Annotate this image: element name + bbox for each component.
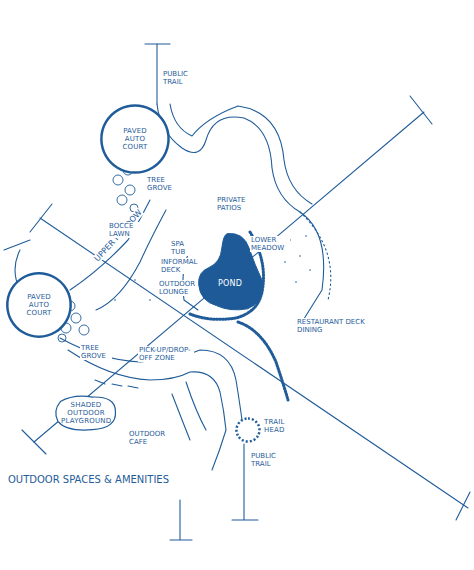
- site-label: PRIVATE PATIOS: [216, 196, 252, 212]
- path: [172, 382, 206, 440]
- path: [96, 210, 166, 310]
- trail: [156, 44, 157, 104]
- site-label: PUBLIC TRAIL: [250, 452, 282, 468]
- site-edge: [170, 104, 312, 204]
- trailhead-circle: TRAIL HEAD: [236, 418, 260, 442]
- site-label: LOWER MEADOW: [250, 236, 290, 252]
- axis-tick: [30, 204, 52, 232]
- meadow-edge: [300, 212, 331, 300]
- axis-line: [40, 218, 468, 508]
- trail-end: [145, 43, 170, 44]
- axis-tick: [22, 430, 46, 454]
- court-circle: PAVED AUTO COURT: [100, 104, 170, 174]
- site-edge: [157, 104, 324, 322]
- path: [70, 200, 150, 290]
- caption: OUTDOOR SPACES & AMENITIES: [8, 474, 169, 485]
- trail: [170, 500, 192, 540]
- area-name: SHADED OUTDOOR PLAYGROUND: [61, 401, 111, 425]
- site-label: TREE GROVE: [80, 344, 112, 360]
- site-label: INFORMAL DECK: [160, 258, 194, 274]
- site-label: PUBLIC TRAIL: [162, 70, 194, 86]
- area-name: POND: [210, 279, 250, 288]
- area-name: PAVED AUTO COURT: [19, 293, 59, 317]
- bench: [95, 380, 138, 388]
- wall: [238, 322, 288, 400]
- axis-line: [34, 112, 424, 442]
- area-name: TRAIL HEAD: [264, 418, 294, 434]
- axis-tick: [456, 492, 470, 520]
- site-label: SPA TUB: [170, 240, 198, 256]
- site-label: RESTAURANT DECK DINING: [296, 318, 368, 334]
- site-label: PICK-UP/DROP-OFF ZONE: [138, 346, 194, 362]
- ring-outline: [236, 418, 260, 442]
- court-circle: PAVED AUTO COURT: [6, 272, 72, 338]
- play-area: SHADED OUTDOOR PLAYGROUND: [54, 394, 118, 432]
- axis-tick: [410, 96, 432, 124]
- site-label: BOCCE LAWN: [108, 222, 140, 238]
- site-label: TREE GROVE: [146, 176, 178, 192]
- site-label: OUTDOOR CAFE: [128, 430, 170, 446]
- site-label: OUTDOOR LOUNGE: [158, 280, 194, 296]
- area-name: PAVED AUTO COURT: [114, 127, 156, 151]
